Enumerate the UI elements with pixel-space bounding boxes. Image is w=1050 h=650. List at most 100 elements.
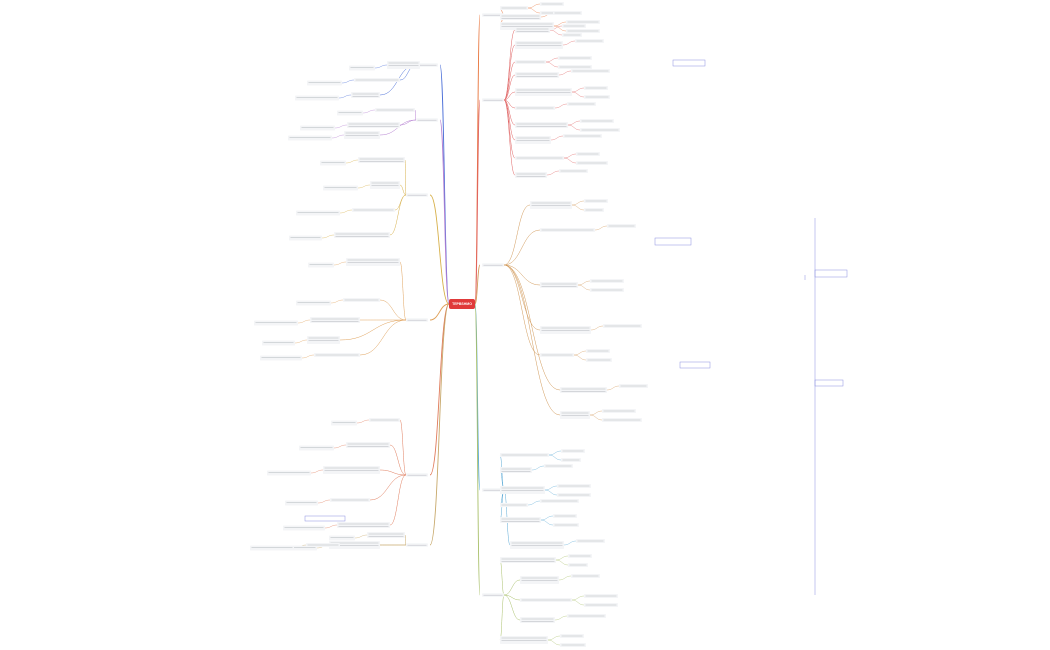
subtopic-node[interactable] [540,326,591,334]
detail-connector [333,261,347,266]
subtopic-node[interactable] [307,336,340,344]
subtopic-node[interactable] [500,467,532,473]
detail-node[interactable] [254,320,298,326]
subtopic-node[interactable] [500,486,545,494]
detail-connector [540,519,554,526]
detail-connector [548,454,562,461]
subtopic-connector [503,99,516,141]
detail-node[interactable] [262,340,295,346]
detail-connector [540,515,554,521]
subtopic-node[interactable] [560,387,607,393]
detail-connector [571,91,585,98]
subtopic-connector [503,44,516,101]
summary-box [679,361,711,369]
subtopic-node[interactable] [515,136,551,144]
subtopic-node[interactable] [515,172,547,178]
detail-connector [567,124,581,131]
subtopic-node[interactable] [520,617,555,623]
detail-node[interactable] [337,110,363,116]
subtopic-connector [503,204,531,266]
subtopic-node[interactable] [520,576,559,584]
subtopic-node[interactable] [367,532,405,538]
detail-node[interactable] [285,500,318,506]
detail-node[interactable] [260,355,302,361]
subtopic-connector [499,594,505,641]
detail-connector [324,524,338,529]
subtopic-node[interactable] [334,232,390,238]
subtopic-node[interactable] [358,157,405,163]
detail-connector [548,450,562,456]
detail-node[interactable] [349,65,375,71]
subtopic-node[interactable] [515,41,563,49]
central-topic[interactable]: TEPBSHMO [449,299,475,309]
main-branch-connector [474,264,481,305]
subtopic-node[interactable] [540,282,578,288]
main-branch-connector [474,303,481,596]
subtopic-connector [399,261,407,321]
subtopic-node[interactable] [500,517,541,523]
subtopic-node[interactable] [351,92,380,98]
summary-box [814,379,844,387]
subtopic-connector [379,299,407,321]
detail-node[interactable] [307,80,342,86]
main-branch-connector [429,194,450,305]
detail-node[interactable] [331,420,357,426]
subtopic-node[interactable] [346,442,390,448]
subtopic-connector [389,444,407,476]
detail-connector [544,489,558,496]
detail-node[interactable] [323,185,358,191]
subtopic-node[interactable] [346,258,400,266]
subtopic-node[interactable] [500,636,548,644]
detail-node[interactable] [299,445,334,451]
subtopic-node[interactable] [337,522,390,528]
subtopic-node[interactable] [500,14,541,20]
detail-node[interactable] [267,470,311,476]
detail-node[interactable] [329,535,355,541]
subtopic-connector [499,559,505,596]
detail-connector [573,350,587,356]
detail-connector [563,153,577,159]
summary-box [672,59,706,67]
subtopic-node[interactable] [515,88,572,96]
detail-node[interactable] [283,525,325,531]
subtopic-node[interactable] [515,72,559,78]
subtopic-connector [404,534,407,546]
detail-node[interactable] [289,235,322,241]
main-branch-connector [474,14,481,305]
detail-node[interactable] [250,545,294,551]
detail-connector [558,70,572,76]
subtopic-node[interactable] [323,466,380,474]
detail-connector [321,234,335,239]
detail-node[interactable] [300,125,335,131]
detail-node[interactable] [296,210,340,216]
detail-node[interactable] [295,95,339,101]
subtopic-connector [503,99,516,109]
subtopic-connector [503,229,541,266]
detail-connector [573,354,587,361]
subtopic-node[interactable] [560,411,590,419]
detail-connector [294,339,308,344]
main-branch-connector [429,303,450,546]
subtopic-node[interactable] [500,557,556,563]
subtopic-node[interactable] [510,541,564,549]
subtopic-connector [394,194,407,211]
main-branch-connector [474,303,481,491]
subtopic-node[interactable] [387,61,420,69]
detail-connector [553,21,567,27]
subtopic-node[interactable] [530,201,572,209]
subtopic-node[interactable] [347,122,400,128]
subtopic-node[interactable] [515,122,568,128]
subtopic-node[interactable] [344,131,380,139]
subtopic-node[interactable] [370,181,400,189]
subtopic-connector [359,319,407,356]
detail-node[interactable] [296,300,331,306]
subtopic-node[interactable] [310,317,360,323]
subtopic-node[interactable] [515,27,550,33]
summary-box [304,515,346,522]
detail-node[interactable] [320,160,346,166]
detail-connector [330,299,344,304]
detail-node[interactable] [288,135,332,141]
detail-node[interactable] [308,262,334,268]
main-branch-connector [429,303,450,476]
